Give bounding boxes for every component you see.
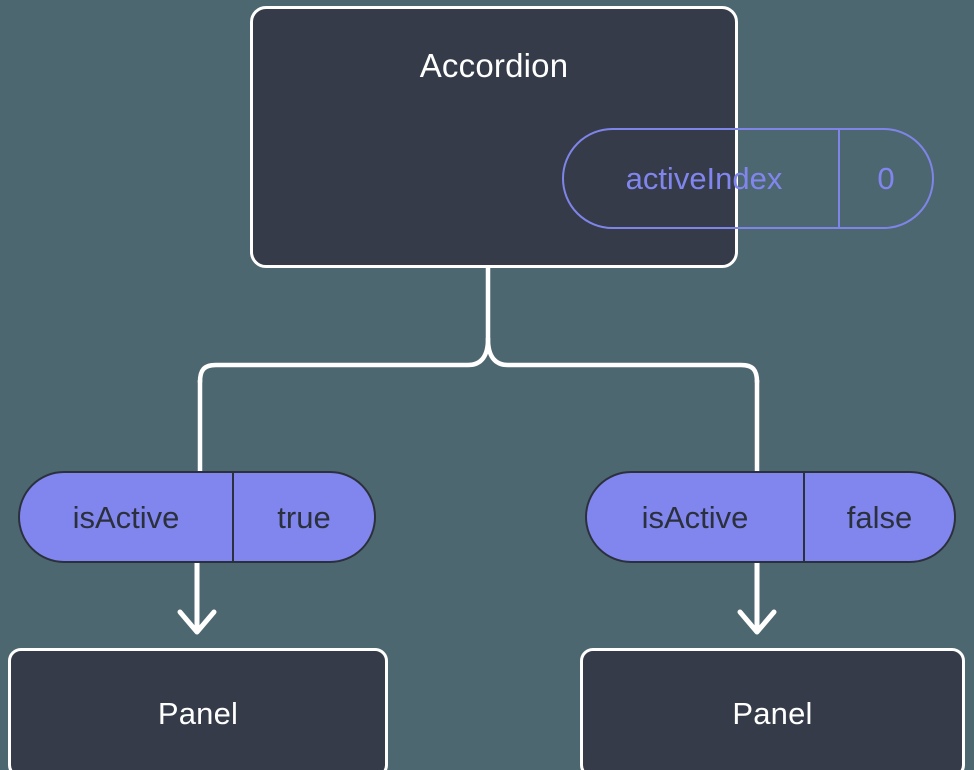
prop-value-isactive-right: false xyxy=(846,499,913,535)
accordion-node-title: Accordion xyxy=(419,47,569,84)
prop-value-isactive-left: true xyxy=(277,499,331,535)
panel-prop-pill-isactive-true[interactable]: isActive true xyxy=(18,471,376,563)
branch-junction-left xyxy=(197,336,491,385)
prop-key-isactive-right: isActive xyxy=(587,473,805,561)
arrow-down-icon-right xyxy=(737,562,777,635)
panel-component-node-right[interactable]: Panel xyxy=(580,648,965,770)
prop-key-isactive-left: isActive xyxy=(20,473,234,561)
prop-value-activeindex: 0 xyxy=(877,161,895,196)
panel-node-title-left: Panel xyxy=(157,695,239,731)
panel-component-node-left[interactable]: Panel xyxy=(8,648,388,770)
panel-prop-pill-isactive-false[interactable]: isActive false xyxy=(585,471,956,563)
accordion-prop-pill-activeindex[interactable]: activeIndex 0 xyxy=(562,128,934,229)
prop-key-activeindex: activeIndex xyxy=(564,130,840,227)
accordion-component-node[interactable]: Accordion activeIndex 0 xyxy=(250,6,934,268)
panel-node-title-right: Panel xyxy=(732,695,813,731)
branch-junction-right xyxy=(485,336,760,385)
arrow-down-icon-left xyxy=(177,562,217,635)
